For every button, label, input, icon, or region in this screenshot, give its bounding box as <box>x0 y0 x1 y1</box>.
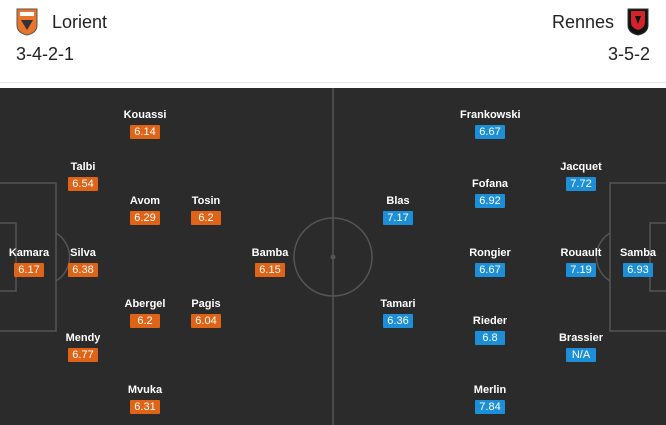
rating-badge: 7.84 <box>475 400 505 414</box>
pitch-markings <box>0 88 666 425</box>
home-player[interactable]: Kouassi 6.14 <box>123 109 167 139</box>
lorient-crest-icon <box>16 8 38 36</box>
rating-badge: 7.19 <box>566 263 596 277</box>
rating-badge: 7.17 <box>383 211 413 225</box>
home-team-name[interactable]: Lorient <box>52 12 108 32</box>
rating-badge: 6.8 <box>475 331 505 345</box>
rating-badge: 6.15 <box>255 263 285 277</box>
away-player[interactable]: Tamari 6.36 <box>380 298 416 328</box>
away-player[interactable]: Brassier N/A <box>558 332 604 362</box>
rating-badge: 6.92 <box>475 194 505 208</box>
away-player[interactable]: Frankowski 6.67 <box>460 109 521 139</box>
rating-badge: 6.31 <box>130 400 160 414</box>
away-player[interactable]: Merlin 7.84 <box>473 384 507 414</box>
rating-badge: 6.67 <box>475 263 505 277</box>
rating-badge: 6.67 <box>475 125 505 139</box>
rating-badge: 6.14 <box>130 125 160 139</box>
header-divider <box>0 82 666 83</box>
away-player[interactable]: Fofana 6.92 <box>471 178 509 208</box>
home-formation: 3-4-2-1 <box>16 44 75 64</box>
home-player[interactable]: Avom 6.29 <box>129 195 161 225</box>
away-player[interactable]: Rieder 6.8 <box>472 315 508 345</box>
home-player[interactable]: Kamara 6.17 <box>8 247 50 277</box>
rating-badge: 6.38 <box>68 263 98 277</box>
away-player[interactable]: Rouault 7.19 <box>560 247 602 277</box>
away-player[interactable]: Rongier 6.67 <box>469 247 511 277</box>
lineup-header: Lorient 3-4-2-1 Rennes 3-5-2 <box>0 0 666 82</box>
away-player[interactable]: Jacquet 7.72 <box>560 161 602 191</box>
rating-badge: 6.54 <box>68 177 98 191</box>
home-player[interactable]: Pagis 6.04 <box>191 298 221 328</box>
home-player[interactable]: Bamba 6.15 <box>251 247 289 277</box>
rating-badge: 6.36 <box>383 314 413 328</box>
away-player[interactable]: Blas 7.17 <box>368 194 428 226</box>
home-player[interactable]: Abergel 6.2 <box>124 298 166 328</box>
rating-badge: 6.77 <box>68 348 98 362</box>
rating-badge: 6.04 <box>191 314 221 328</box>
home-player[interactable]: Mendy 6.77 <box>65 332 101 362</box>
rating-badge: 6.17 <box>14 263 44 277</box>
rating-badge: N/A <box>566 348 596 362</box>
home-player[interactable]: Silva 6.38 <box>53 246 113 278</box>
home-player[interactable]: Talbi 6.54 <box>53 160 113 192</box>
rating-badge: 6.29 <box>130 211 160 225</box>
rating-badge: 6.2 <box>130 314 160 328</box>
away-team-name[interactable]: Rennes <box>551 12 614 32</box>
home-player[interactable]: Tosin 6.2 <box>191 195 221 225</box>
pitch: Kamara 6.17 Talbi 6.54 Silva 6.38 Mendy … <box>0 88 666 425</box>
home-player[interactable]: Mvuka 6.31 <box>127 384 163 414</box>
rennes-crest-icon <box>627 8 649 36</box>
rating-badge: 6.93 <box>623 263 653 277</box>
away-formation: 3-5-2 <box>607 44 650 64</box>
rating-badge: 6.2 <box>191 211 221 225</box>
away-player[interactable]: Samba 6.93 <box>619 247 657 277</box>
rating-badge: 7.72 <box>566 177 596 191</box>
